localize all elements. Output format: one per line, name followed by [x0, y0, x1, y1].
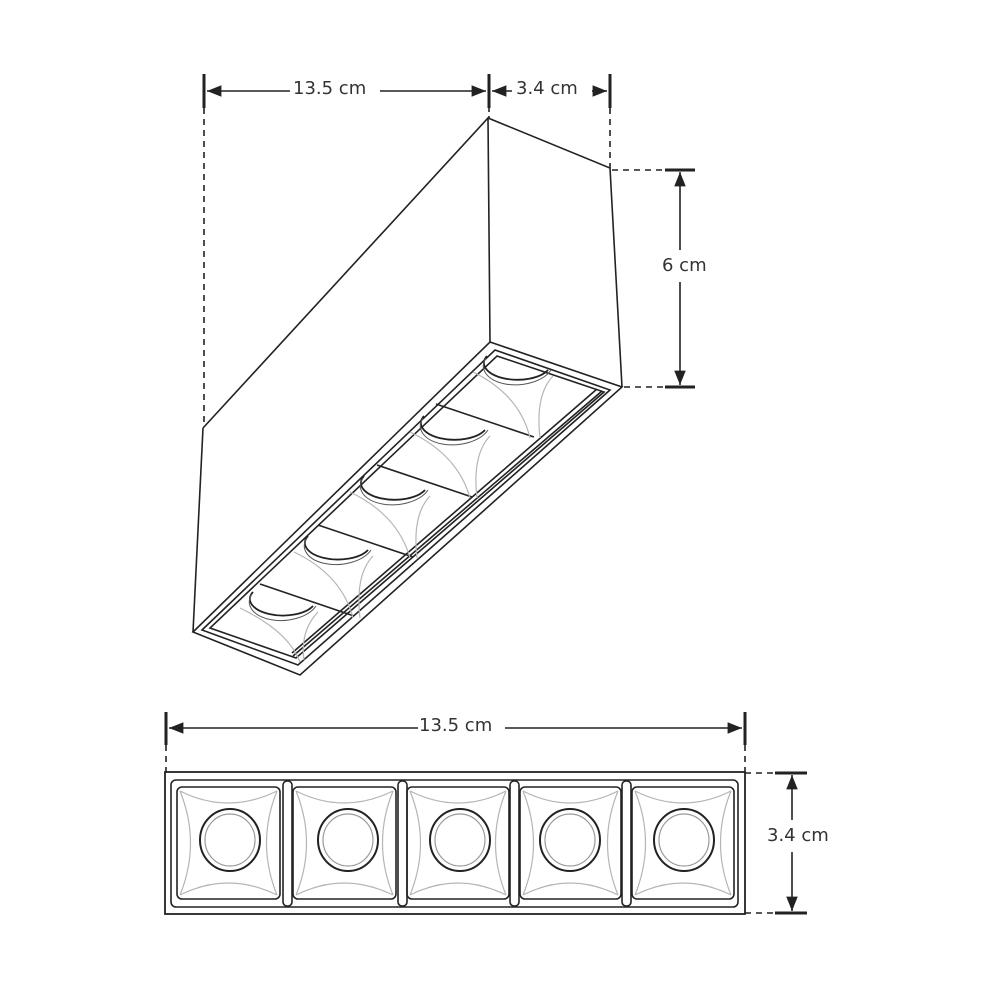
fixture-housing-front	[164, 771, 746, 915]
front-length-label: 13.5 cm	[418, 715, 494, 736]
cell-dividers	[282, 780, 632, 907]
iso-length-label: 13.5 cm	[290, 79, 370, 99]
dimension-length-front	[164, 712, 747, 772]
lens-cell	[406, 786, 510, 900]
dimension-length-top	[202, 74, 612, 426]
isometric-view	[191, 74, 695, 676]
iso-height-label: 6 cm	[659, 256, 710, 276]
lens-array-iso	[239, 355, 554, 663]
lens-cell	[631, 786, 735, 900]
fixture-body-iso	[191, 117, 624, 676]
lens-cell	[519, 786, 622, 900]
front-view	[164, 712, 807, 915]
lens-cell	[176, 786, 281, 900]
dimension-height	[612, 168, 695, 389]
dimension-width-front	[745, 771, 807, 915]
iso-width-label: 3.4 cm	[513, 79, 581, 99]
front-width-label: 3.4 cm	[764, 826, 832, 846]
lens-cell	[292, 786, 397, 900]
